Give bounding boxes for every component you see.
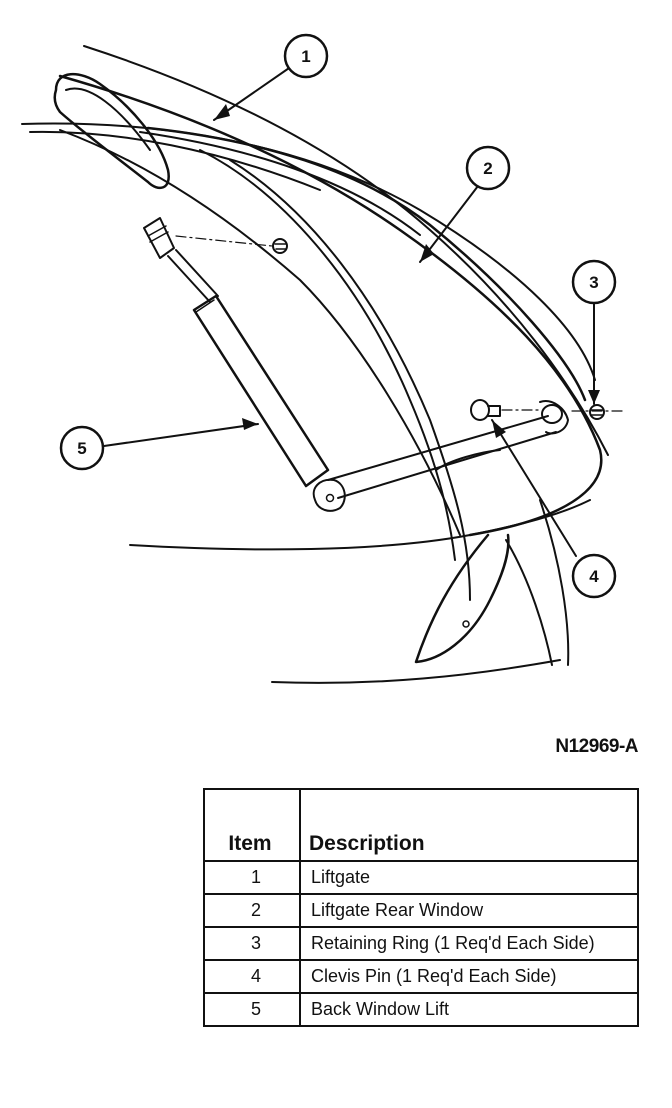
clevis-pin-assembly: [470, 399, 623, 424]
legend-row: 2 Liftgate Rear Window: [203, 893, 639, 928]
legend-item-description: Liftgate: [299, 860, 639, 895]
callout-3: 3: [571, 259, 617, 305]
legend-row: 3 Retaining Ring (1 Req'd Each Side): [203, 926, 639, 961]
legend-row: 4 Clevis Pin (1 Req'd Each Side): [203, 959, 639, 994]
legend-table: Item Description 1 Liftgate 2 Liftgate R…: [203, 788, 639, 1027]
legend-item-number: 4: [203, 959, 301, 994]
legend-row: 5 Back Window Lift: [203, 992, 639, 1027]
legend-item-number: 2: [203, 893, 301, 928]
liftgate-diagram: 1 2 3 4 5: [21, 33, 623, 684]
callout-1-label: 1: [301, 47, 310, 66]
legend-item-description: Back Window Lift: [299, 992, 639, 1027]
callout-leaders: [103, 65, 600, 557]
callout-1: 1: [283, 33, 329, 79]
legend-header-row: Item Description: [203, 788, 639, 862]
callout-4-label: 4: [589, 567, 599, 586]
legend-item-description: Clevis Pin (1 Req'd Each Side): [299, 959, 639, 994]
back-window-lift: [143, 217, 330, 488]
legend-header-item: Item: [203, 788, 301, 862]
ball-stud: [175, 235, 288, 254]
liftgate-body: [21, 45, 609, 537]
legend-item-number: 1: [203, 860, 301, 895]
liftgate-hinge-end: [53, 72, 170, 190]
figure-id: N12969-A: [555, 736, 638, 757]
quarter-panel: [129, 499, 591, 684]
lift-bracket: [312, 400, 569, 512]
legend-item-description: Liftgate Rear Window: [299, 893, 639, 928]
callout-4: 4: [571, 553, 617, 599]
callout-3-label: 3: [589, 273, 598, 292]
legend-item-number: 5: [203, 992, 301, 1027]
callout-5-label: 5: [77, 439, 86, 458]
callout-2-label: 2: [483, 159, 492, 178]
legend-item-description: Retaining Ring (1 Req'd Each Side): [299, 926, 639, 961]
callout-2: 2: [465, 145, 511, 191]
legend-item-number: 3: [203, 926, 301, 961]
legend-header-description: Description: [299, 788, 639, 862]
rear-window-glass: [139, 126, 587, 601]
callout-5: 5: [59, 425, 105, 471]
legend-row: 1 Liftgate: [203, 860, 639, 895]
